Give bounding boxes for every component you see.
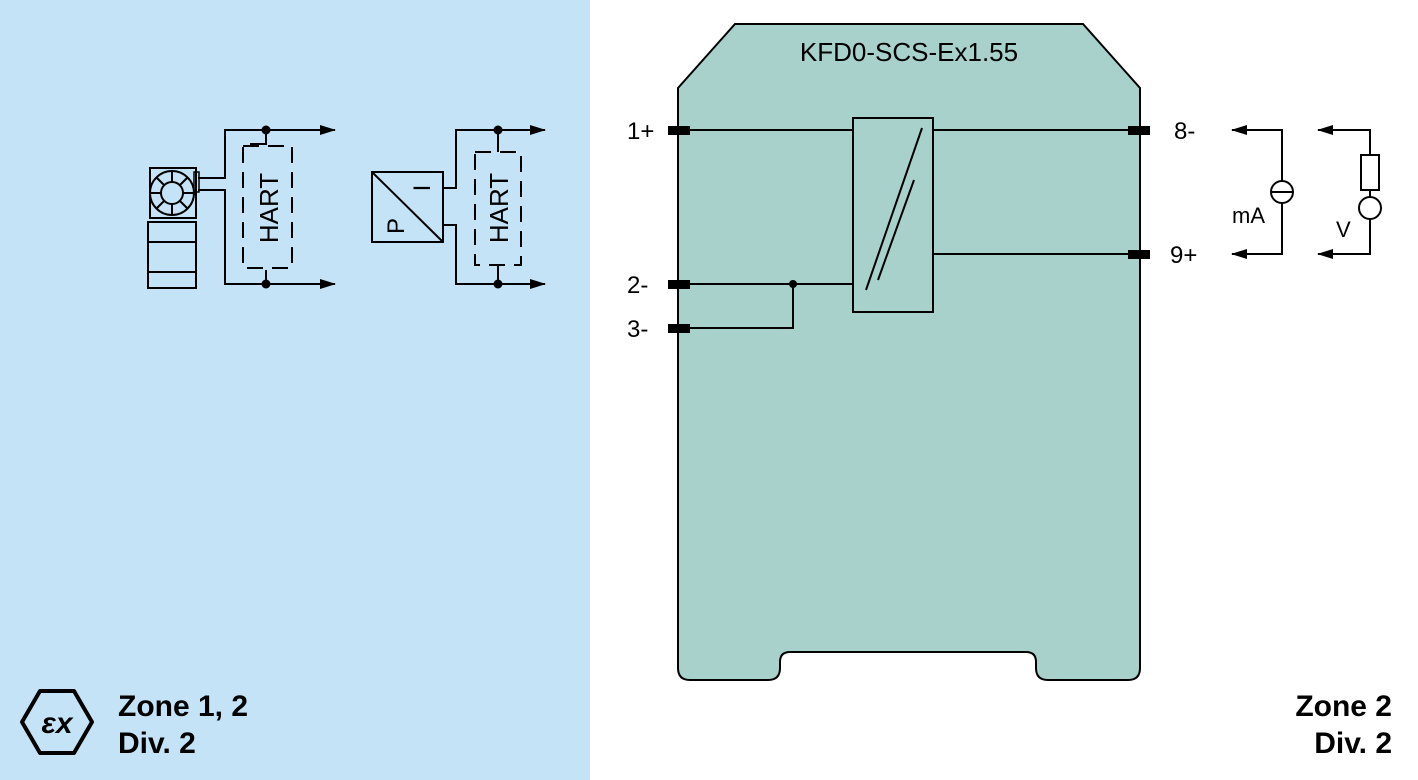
terminal-9-label: 9+ <box>1170 242 1197 269</box>
safe-div-label: Div. 2 <box>1314 727 1392 760</box>
terminal-1 <box>668 126 690 135</box>
terminal-2-label: 2- <box>627 272 648 299</box>
converter-wiring <box>443 125 546 289</box>
pressure-current-converter-icon <box>371 171 444 243</box>
transmitter-wiring <box>198 125 336 289</box>
voltage-output-label: V <box>1336 217 1351 242</box>
safe-zone-label: Zone 2 <box>1295 690 1392 723</box>
hazardous-zone-label: Zone 1, 2 <box>118 690 248 723</box>
converter-p-label: P <box>383 218 410 234</box>
terminal-1-label: 1+ <box>627 118 654 145</box>
ex-symbol-text: εx <box>41 707 73 740</box>
resistor-icon <box>1360 154 1380 191</box>
current-output-label: mA <box>1232 203 1265 228</box>
current-output-circuit <box>1231 125 1294 259</box>
transmitter-icon <box>147 167 200 289</box>
terminal-8 <box>1128 126 1150 135</box>
hazardous-area-panel <box>0 0 590 780</box>
terminal-3 <box>668 324 690 333</box>
ex-symbol-icon <box>20 689 94 755</box>
voltage-source-icon <box>1358 196 1382 220</box>
converter-i-label: I <box>409 185 436 192</box>
isolator-block <box>852 117 934 313</box>
terminal-2 <box>668 280 690 289</box>
hart-box-1 <box>242 145 293 269</box>
hazardous-div-label: Div. 2 <box>118 727 196 760</box>
hart-label-1: HART <box>254 173 284 243</box>
internal-wiring <box>690 129 1128 329</box>
voltage-output-circuit <box>1317 125 1382 259</box>
module-title: KFD0-SCS-Ex1.55 <box>800 37 1018 67</box>
terminal-8-label: 8- <box>1174 118 1195 145</box>
hart-label-2: HART <box>484 173 514 243</box>
terminal-9 <box>1128 250 1150 259</box>
terminal-3-label: 3- <box>627 316 648 343</box>
module-housing <box>677 23 1141 681</box>
hart-box-2 <box>474 151 522 266</box>
terminals <box>668 126 1150 333</box>
